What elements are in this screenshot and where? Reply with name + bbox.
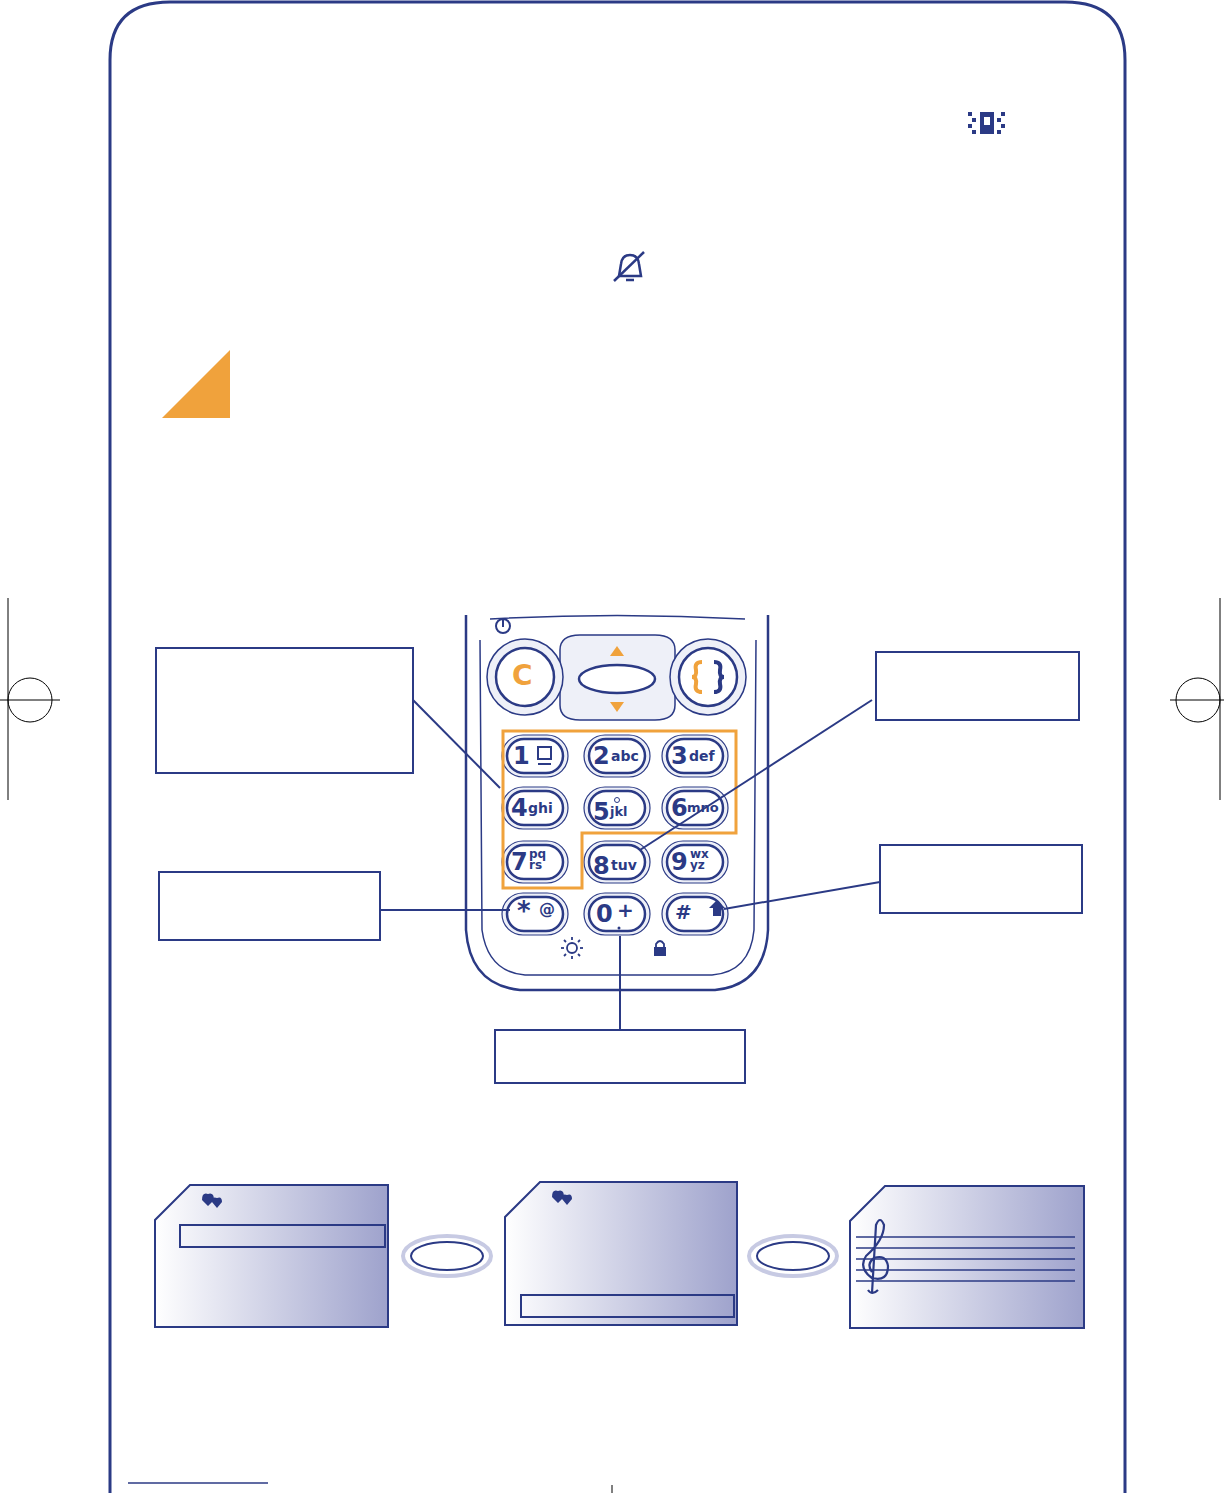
- key-rim: [584, 787, 650, 829]
- key-label: *: [517, 898, 531, 924]
- phone-key: [507, 897, 563, 931]
- key-label: 0: [596, 902, 613, 926]
- key-label: 6: [671, 796, 688, 820]
- key-label: 8: [593, 854, 610, 878]
- key-label: def: [689, 749, 715, 763]
- key-label: pq rs: [529, 849, 549, 872]
- key-label: tuv: [611, 858, 637, 872]
- phone-key: [507, 845, 563, 879]
- key-label: 9: [671, 850, 688, 874]
- key-label: ghi: [528, 801, 553, 815]
- key-label: wx yz: [690, 849, 710, 872]
- key-rim: [502, 787, 568, 829]
- key-label: 2: [593, 744, 610, 768]
- phone-key: [507, 739, 563, 773]
- key-label: +: [617, 900, 634, 920]
- phone-key: [589, 897, 645, 931]
- key-label: abc: [611, 749, 639, 763]
- key-label: 3: [671, 744, 688, 768]
- key-rim: [662, 841, 728, 883]
- phone-key: [667, 845, 723, 879]
- key-label: 7: [511, 850, 528, 874]
- key-rim: [502, 841, 568, 883]
- phone-key: [589, 739, 645, 773]
- key-label: C: [512, 662, 533, 690]
- key-rim: [662, 893, 728, 935]
- phone-key: [507, 791, 563, 825]
- key-rim: [584, 841, 650, 883]
- phone-key: [667, 791, 723, 825]
- key-label: 4: [511, 796, 528, 820]
- key-rim: [502, 735, 568, 777]
- key-rim: [584, 893, 650, 935]
- phone-key: [589, 791, 645, 825]
- key-label: mno: [687, 801, 719, 814]
- key-label: #: [675, 902, 692, 922]
- key-label: 5: [593, 800, 610, 824]
- key-rim: [502, 893, 568, 935]
- phone-key: [589, 845, 645, 879]
- key-label: jkl: [610, 805, 628, 818]
- key-label: 1: [513, 744, 530, 768]
- key-label: @: [539, 902, 555, 918]
- key-rim: [584, 735, 650, 777]
- key-rim: [662, 787, 728, 829]
- phone-key: [667, 739, 723, 773]
- key-rim: [662, 735, 728, 777]
